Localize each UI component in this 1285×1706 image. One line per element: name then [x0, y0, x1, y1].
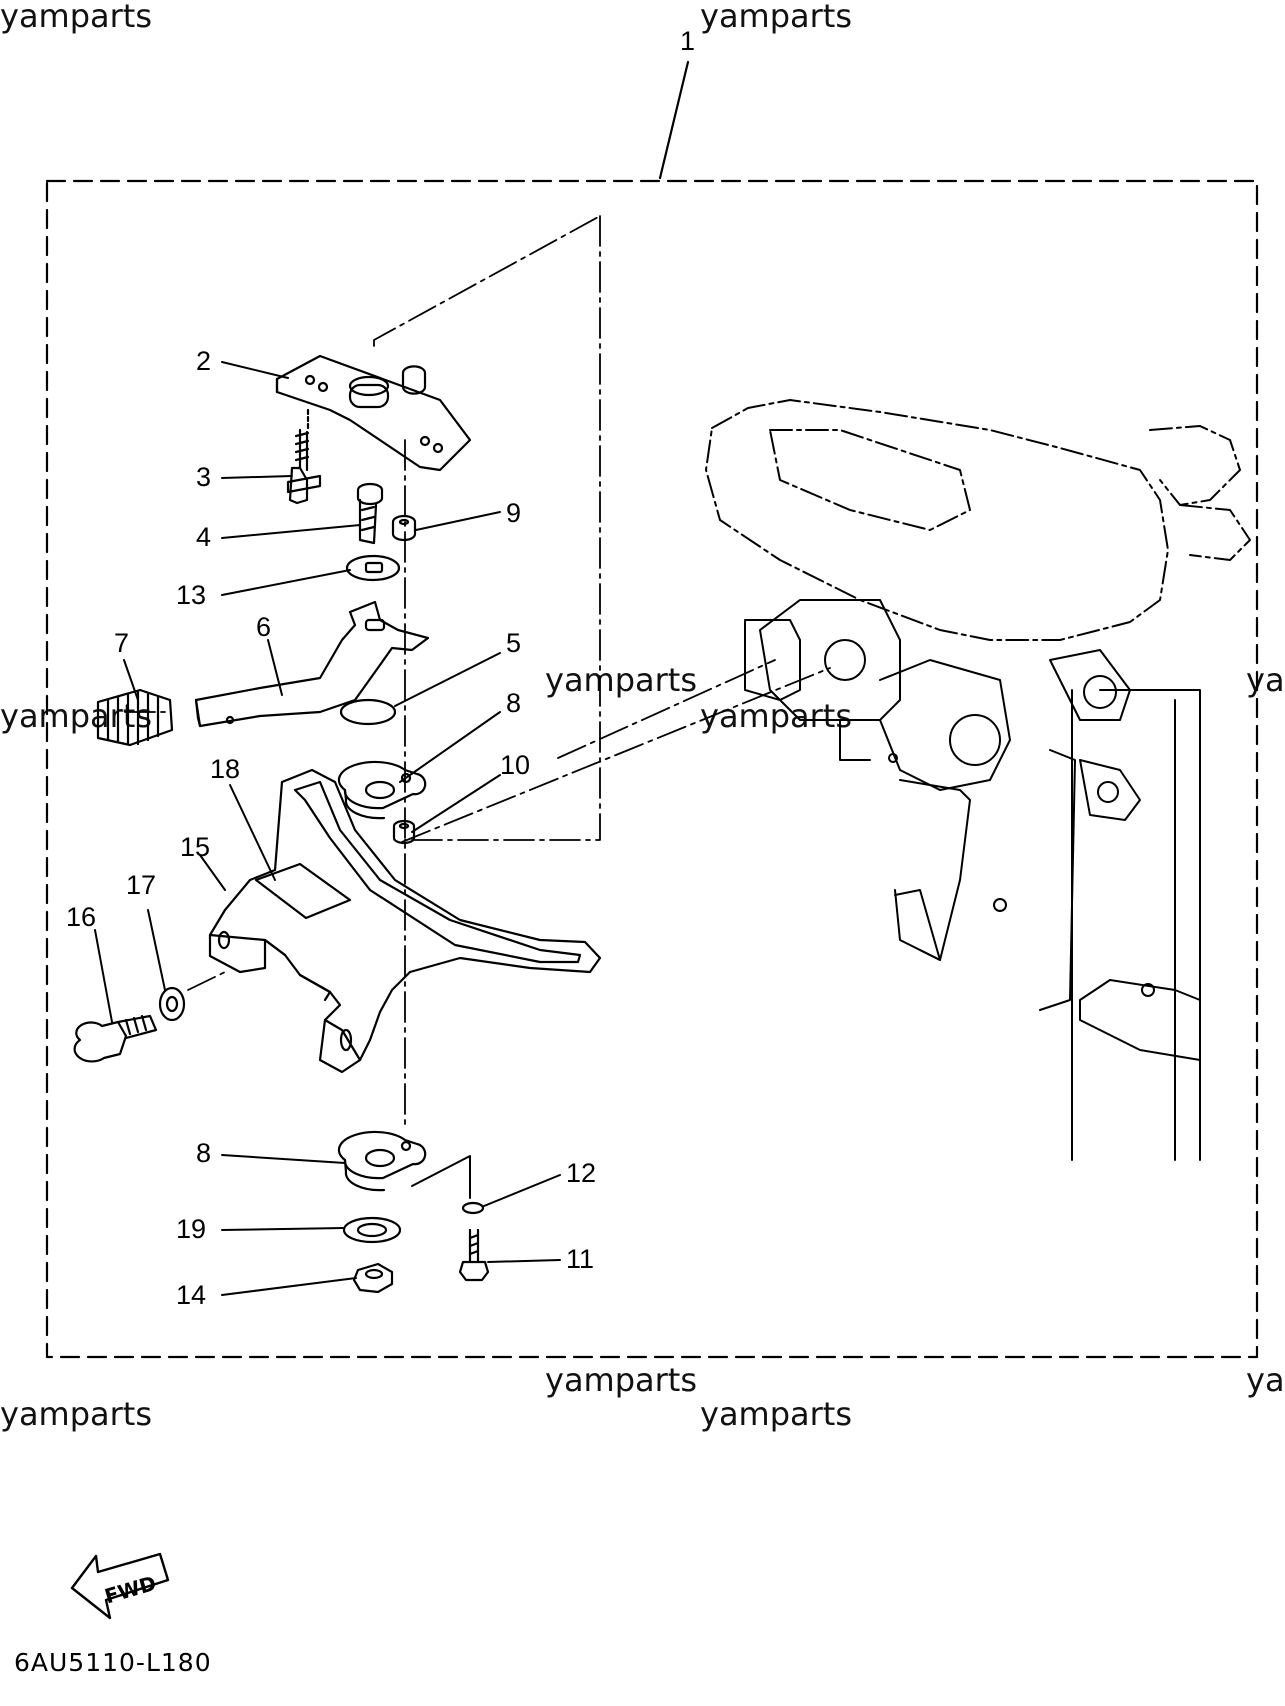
watermark: yamparts [0, 0, 153, 35]
part-label-8-upper: 8 [506, 688, 522, 718]
part-12-washer [461, 1201, 485, 1215]
part-2-plate [275, 354, 472, 472]
diagram-code: 6AU5110-L180 [14, 1648, 212, 1677]
part-17-washer [158, 986, 186, 1022]
center-lines [124, 215, 831, 1131]
leader-lines [94, 361, 561, 1296]
part-label-10: 10 [500, 750, 531, 780]
part-9-bushing [391, 514, 417, 542]
part-5-washer [339, 698, 397, 726]
part-label-15: 15 [180, 832, 211, 862]
part-10-bushing [392, 819, 416, 845]
part-label-19: 19 [176, 1214, 207, 1244]
watermark: yamparts [700, 0, 853, 35]
part-label-5: 5 [506, 628, 522, 658]
fwd-arrow-icon: FWD [68, 1548, 178, 1628]
part-4-pin [356, 482, 384, 545]
watermark: yamparts [545, 1361, 698, 1399]
part-3-bolt [286, 408, 322, 505]
part-label-7: 7 [114, 628, 130, 658]
part-label-11: 11 [566, 1244, 595, 1274]
part-18-pad [254, 862, 352, 920]
part-label-12: 12 [566, 1158, 597, 1188]
watermark: yamparts [700, 697, 853, 735]
part-label-16: 16 [66, 902, 97, 932]
watermark: yamparts [545, 661, 698, 699]
part-label-9: 9 [506, 498, 522, 528]
bracket-body [744, 599, 1201, 1161]
part-label-6: 6 [256, 612, 272, 642]
watermark: yamparts [700, 1395, 853, 1433]
part-label-17: 17 [126, 870, 157, 900]
watermark: yamparts [0, 1395, 153, 1433]
part-label-13: 13 [176, 580, 207, 610]
part-label-1: 1 [680, 26, 696, 56]
part-label-4: 4 [196, 522, 212, 552]
part-19-washer [342, 1216, 402, 1244]
watermark: yamparts [0, 697, 153, 735]
part-label-14: 14 [176, 1280, 207, 1310]
watermark: ya [1246, 1361, 1285, 1399]
part-6-lever [194, 600, 430, 728]
part-13-washer [345, 554, 401, 582]
part-label-18: 18 [210, 754, 241, 784]
part-label-2: 2 [196, 346, 212, 376]
watermark: ya [1246, 661, 1285, 699]
bracket-phantom [705, 399, 1251, 641]
part-11-bolt [458, 1228, 490, 1282]
part-label-3: 3 [196, 462, 212, 492]
part-15-bracket [208, 768, 602, 1074]
assembly-frame [45, 179, 1259, 1359]
part-16-bolt [73, 1014, 158, 1063]
part-14-nut [352, 1262, 394, 1294]
part-8-lower-cam [337, 1130, 427, 1192]
part-8-upper-cam [337, 760, 427, 820]
part-7-grip [96, 688, 174, 747]
part-label-8-lower: 8 [196, 1138, 212, 1168]
